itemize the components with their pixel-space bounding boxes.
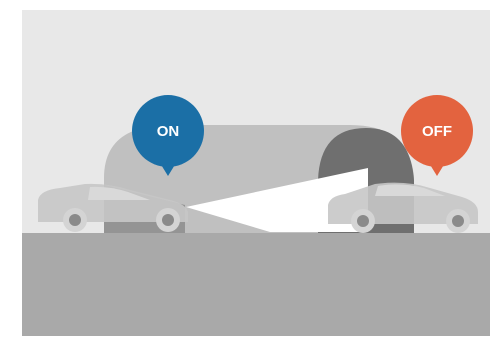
car-left-rear-hub: [69, 214, 81, 226]
car-left-front-hub: [162, 214, 174, 226]
car-right-front-hub: [452, 215, 464, 227]
off-badge-label: OFF: [422, 123, 452, 140]
on-badge-label: ON: [157, 123, 180, 140]
car-right-rear-hub: [357, 215, 369, 227]
ground: [22, 233, 490, 336]
